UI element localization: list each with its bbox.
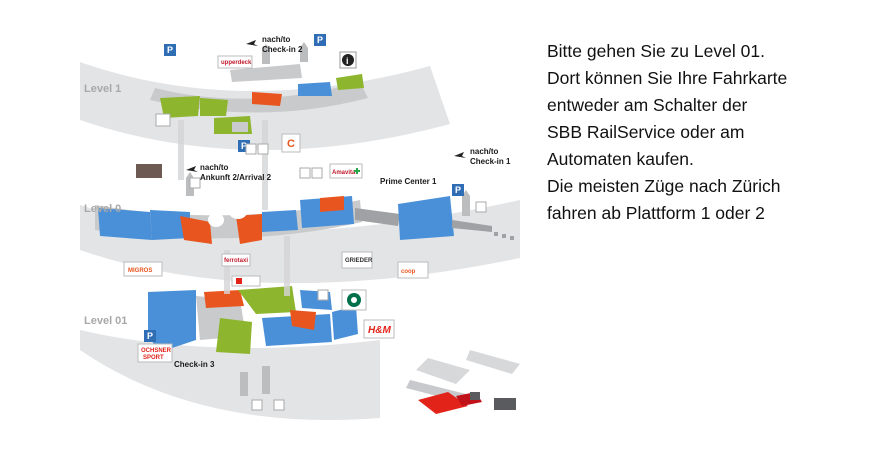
checkin2-label-line1: nach/to [262, 35, 291, 44]
checkin2-label-line2: Check-in 2 [262, 45, 303, 54]
level0-service-a [180, 216, 212, 244]
hm-logo: H&M [363, 319, 395, 339]
service-icon-boxes [155, 113, 487, 411]
svg-text:i: i [346, 56, 349, 66]
svg-text:P: P [167, 45, 173, 55]
level0-service-b [236, 214, 262, 244]
pharmacy-cross-icon [354, 168, 360, 174]
svg-text:coop: coop [401, 269, 416, 275]
prime-center-shops [398, 196, 454, 240]
lounge-sign [136, 164, 162, 178]
level0-shop-b [262, 210, 298, 232]
level1-shop [298, 82, 332, 96]
instruction-line: fahren ab Plattform 1 oder 2 [547, 203, 765, 223]
svg-text:SPORT: SPORT [143, 355, 164, 361]
level01-shop-c [332, 306, 358, 340]
level1-food-area-3 [336, 74, 364, 90]
svg-text:P: P [147, 331, 153, 341]
plane-icon [246, 40, 258, 46]
parking-icon: P [452, 184, 464, 196]
level0-shop-a [150, 210, 190, 240]
amavita-area [320, 196, 344, 212]
svg-text:MIGROS: MIGROS [128, 268, 152, 274]
instructions-text: Bitte gehen Sie zu Level 01. Dort können… [547, 38, 877, 227]
checkin1-label-line1: nach/to [470, 147, 499, 156]
instruction-line: Automaten kaufen. [547, 149, 694, 169]
level-1-label: Level 1 [84, 83, 121, 95]
instruction-line: SBB RailService oder am [547, 122, 745, 142]
svg-text:ferrotaxi: ferrotaxi [224, 258, 248, 264]
level01-food-area [216, 318, 252, 354]
level1-food-area [160, 96, 200, 118]
level01-service-a [204, 290, 244, 308]
upperdeck-logo: upperdeck [217, 55, 253, 69]
arrival-label-line2: Ankunft 2/Arrival 2 [200, 173, 272, 182]
instruction-line: entweder am Schalter der [547, 95, 748, 115]
parking-icon: P [144, 330, 156, 342]
coop-logo: coop [397, 261, 429, 279]
instruction-line: Dort können Sie Ihre Fahrkarte [547, 68, 788, 88]
level-1-floor [80, 42, 450, 151]
svg-text:OCHSNER: OCHSNER [141, 348, 172, 354]
ochsner-sport-shop [148, 290, 196, 352]
migros-shop [98, 208, 152, 240]
svg-text:GRIEDER: GRIEDER [345, 258, 373, 264]
svg-text:upperdeck: upperdeck [221, 60, 252, 66]
svg-text:H&M: H&M [368, 325, 391, 336]
svg-text:Amavita: Amavita [332, 170, 356, 176]
prime-center-label: Prime Center 1 [380, 177, 437, 186]
svg-text:P: P [455, 185, 461, 195]
plane-icon [186, 166, 198, 172]
instruction-line: Bitte gehen Sie zu Level 01. [547, 41, 765, 61]
sbb-sign [231, 275, 261, 287]
vertical-shafts [178, 120, 290, 296]
level-0-label: Level 0 [84, 203, 121, 215]
starbucks-logo-icon [341, 289, 367, 311]
upperdeck-area [252, 92, 282, 106]
parking-icon: P [314, 34, 326, 46]
level1-food-area-2 [200, 98, 228, 116]
level01-food-area-2 [238, 286, 296, 314]
sbb-sign-mark [236, 278, 242, 284]
svg-text:P: P [241, 141, 247, 151]
level-01-floor [80, 286, 380, 421]
amavita-logo: Amavita [329, 163, 363, 179]
level-01-label: Level 01 [84, 315, 127, 327]
checkin1-label-line2: Check-in 1 [470, 157, 511, 166]
sbb-railservice [290, 310, 316, 330]
svg-text:C: C [287, 138, 295, 150]
svg-text:P: P [317, 35, 323, 45]
checkin3-label: Check-in 3 [174, 360, 215, 369]
parking-icon: P [164, 44, 176, 56]
cafe-logo: C [281, 133, 301, 153]
grieder-logo: GRIEDER [341, 251, 373, 269]
instruction-line: Die meisten Züge nach Zürich [547, 176, 781, 196]
arrival-label-line1: nach/to [200, 163, 229, 172]
ferrotaxi-logo: ferrotaxi [221, 253, 251, 267]
migros-logo: MIGROS [123, 261, 163, 277]
plane-icon [454, 152, 466, 158]
info-icon: i [339, 51, 357, 69]
locator-3d-icon [406, 350, 520, 414]
